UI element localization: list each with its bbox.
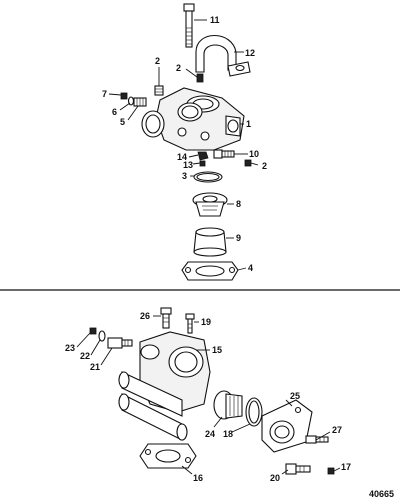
- sensor-10: [213, 149, 235, 159]
- screw-2-upper: [196, 73, 204, 83]
- gasket-16: [139, 443, 197, 469]
- callout-10: 10: [249, 149, 259, 159]
- nut-23: [89, 327, 97, 335]
- sleeve-9: [193, 227, 227, 257]
- callout-8: 8: [236, 199, 241, 209]
- o-ring-3: [193, 171, 223, 183]
- callout-23: 23: [65, 343, 75, 353]
- o-ring-18: [245, 397, 263, 427]
- callout-9: 9: [236, 233, 241, 243]
- callout-6: 6: [112, 107, 117, 117]
- callout-20: 20: [270, 473, 280, 483]
- callout-16: 16: [193, 473, 203, 483]
- callout-2-right: 2: [262, 161, 267, 171]
- reference-number: 40665: [369, 489, 394, 499]
- cover-25: [261, 399, 313, 453]
- callout-7: 7: [102, 89, 107, 99]
- callout-4: 4: [248, 263, 253, 273]
- leaders-bottom: [76, 315, 341, 475]
- callout-19: 19: [201, 317, 211, 327]
- plug-2-left: [154, 85, 164, 96]
- sensor-21: [107, 337, 133, 349]
- callout-1: 1: [246, 119, 251, 129]
- callout-22: 22: [80, 351, 90, 361]
- plug-2-right: [244, 159, 252, 167]
- plug-17: [327, 467, 335, 475]
- fitting-14: [197, 151, 209, 161]
- sensor-5: [133, 97, 147, 107]
- thermostat-housing-15: [118, 331, 211, 441]
- callout-18: 18: [223, 429, 233, 439]
- plug-13: [199, 160, 206, 167]
- bracket-12: [195, 35, 251, 77]
- thermostat-housing-1: [141, 87, 245, 151]
- callout-3: 3: [182, 171, 187, 181]
- callout-14: 14: [177, 152, 187, 162]
- bolt-11: [183, 3, 195, 48]
- thermostat-8: [192, 192, 228, 217]
- washer-22: [98, 330, 106, 342]
- callout-12: 12: [245, 48, 255, 58]
- callout-11: 11: [210, 15, 220, 25]
- fitting-26: [160, 307, 172, 329]
- sensor-20: [285, 463, 311, 475]
- callout-24: 24: [205, 429, 215, 439]
- callout-13: 13: [183, 160, 193, 170]
- callout-5: 5: [120, 117, 125, 127]
- callout-26: 26: [140, 311, 150, 321]
- callout-21: 21: [90, 362, 100, 372]
- leaders-top: [108, 19, 259, 271]
- callout-2-mid: 2: [176, 63, 181, 73]
- callout-2-top: 2: [155, 56, 160, 66]
- callout-27: 27: [332, 425, 342, 435]
- callout-25: 25: [290, 391, 300, 401]
- bolt-19: [185, 313, 195, 334]
- callout-17: 17: [341, 462, 351, 472]
- fitting-7: [120, 92, 128, 100]
- gasket-4: [181, 261, 239, 281]
- callout-15: 15: [212, 345, 222, 355]
- thermostat-24: [213, 390, 243, 420]
